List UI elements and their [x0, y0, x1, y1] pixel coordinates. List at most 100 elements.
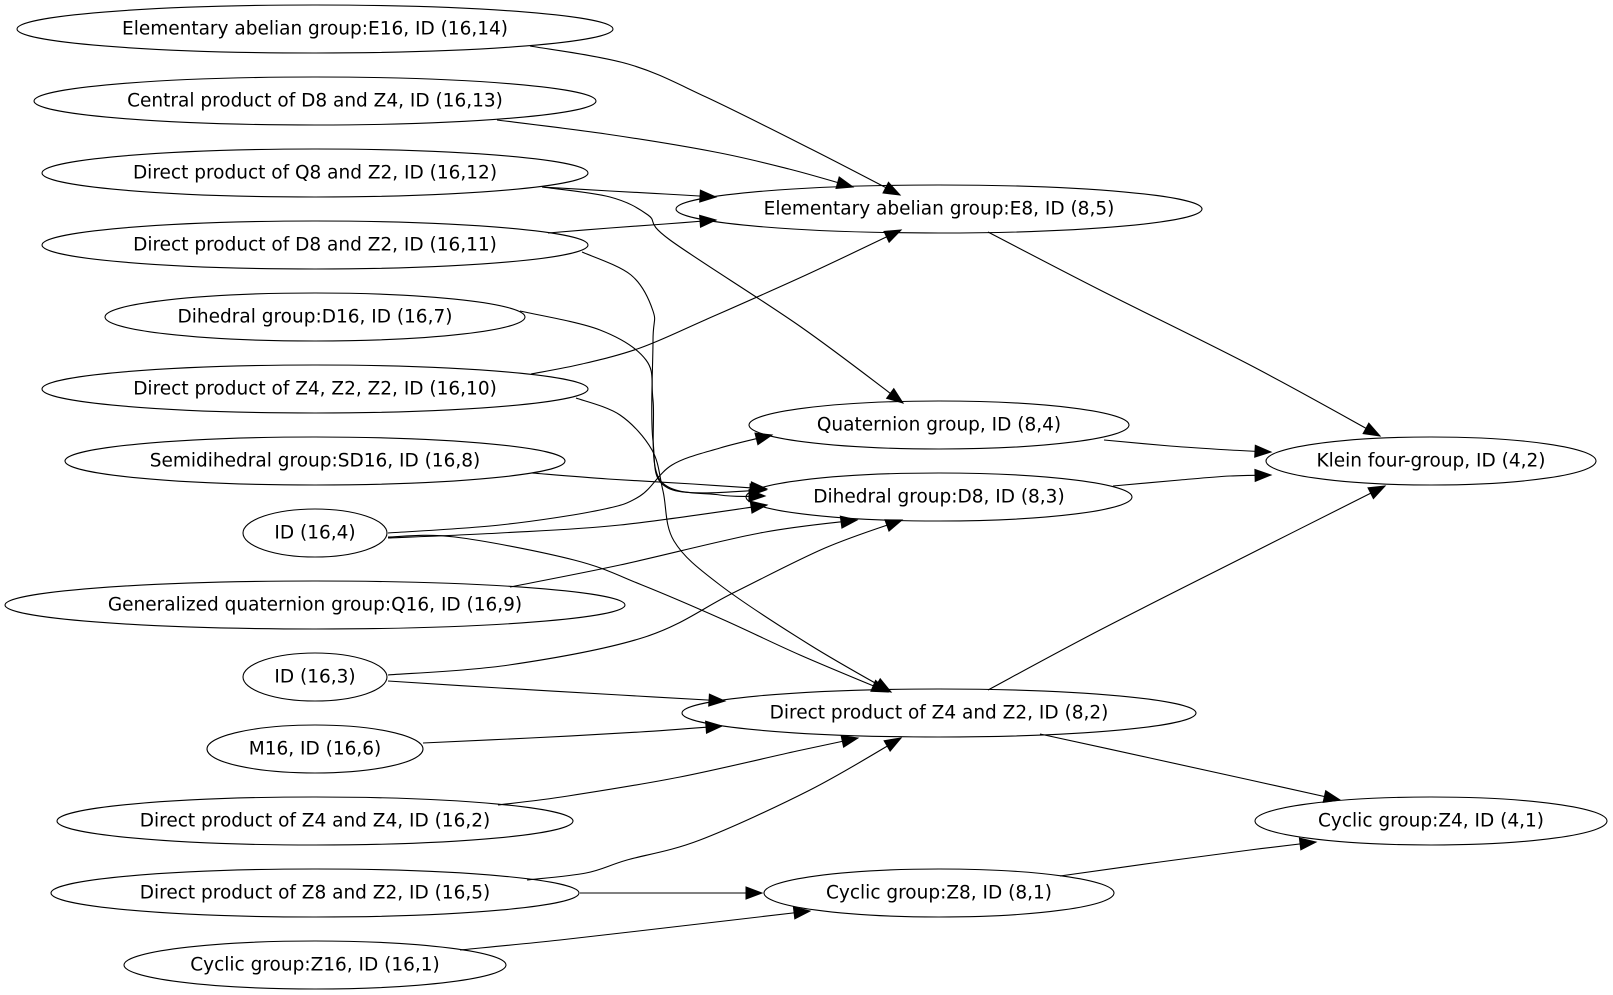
- edge-q8z2-to-q8: [541, 186, 905, 404]
- node-label: ID (16,3): [274, 667, 355, 688]
- edge-line: [422, 725, 723, 744]
- node-klein: Klein four-group, ID (4,2): [1265, 436, 1597, 486]
- node-label: ID (16,4): [274, 523, 355, 544]
- edges-layer: [387, 45, 1387, 951]
- node-label: Quaternion group, ID (8,4): [817, 415, 1061, 436]
- node-label: Generalized quaternion group:Q16, ID (16…: [108, 595, 522, 616]
- edge-z16-to-z8: [459, 906, 812, 951]
- edge-q8-to-klein: [1103, 439, 1273, 458]
- node-label: Dihedral group:D16, ID (16,7): [178, 307, 453, 328]
- node-z4z2z2: Direct product of Z4, Z2, Z2, ID (16,10): [41, 364, 589, 414]
- node-label: Klein four-group, ID (4,2): [1317, 451, 1546, 472]
- node-label: Direct product of Z8 and Z2, ID (16,5): [140, 883, 490, 904]
- edge-line: [387, 534, 889, 693]
- node-e8: Elementary abelian group:E8, ID (8,5): [675, 184, 1203, 234]
- arrowhead-icon: [1254, 468, 1273, 483]
- arrowhead-icon: [884, 519, 904, 532]
- node-label: Elementary abelian group:E8, ID (8,5): [764, 199, 1115, 220]
- node-label: Cyclic group:Z8, ID (8,1): [826, 883, 1052, 904]
- edge-q8z2-to-e8: [541, 186, 718, 203]
- edge-id164-to-q8: [387, 432, 774, 534]
- node-ellipse: [41, 148, 589, 198]
- edge-d8z2-to-e8: [547, 214, 718, 234]
- node-q8z2: Direct product of Q8 and Z2, ID (16,12): [41, 148, 589, 198]
- node-label: Direct product of Z4 and Z4, ID (16,2): [140, 811, 490, 832]
- node-label: Semidihedral group:SD16, ID (16,8): [150, 451, 480, 472]
- arrowhead-icon: [1298, 837, 1318, 851]
- edge-z4z2-to-klein: [987, 485, 1387, 691]
- edge-z4z4-to-z4z2: [497, 734, 860, 806]
- node-z8z2: Direct product of Z8 and Z2, ID (16,5): [50, 868, 580, 918]
- node-z8: Cyclic group:Z8, ID (8,1): [763, 868, 1115, 918]
- edge-z8z2-to-z4z2: [526, 737, 903, 881]
- edge-line: [496, 119, 854, 188]
- edge-line: [529, 45, 901, 196]
- edge-line: [387, 680, 726, 702]
- arrowhead-icon: [708, 693, 727, 707]
- node-z4z2: Direct product of Z4 and Z2, ID (8,2): [681, 688, 1197, 738]
- node-label: Central product of D8 and Z4, ID (16,13): [127, 91, 503, 112]
- arrowhead-icon: [1367, 485, 1387, 500]
- node-c_d8z4: Central product of D8 and Z4, ID (16,13): [33, 76, 597, 126]
- node-d16: Dihedral group:D16, ID (16,7): [104, 292, 526, 342]
- arrowhead-icon: [1362, 422, 1382, 437]
- edge-line: [531, 472, 768, 490]
- edge-id163-to-z4z2: [387, 680, 727, 707]
- edge-c_d8z4-to-e8: [496, 119, 855, 189]
- edge-line: [547, 219, 717, 234]
- node-ellipse: [56, 796, 574, 846]
- node-ellipse: [50, 868, 580, 918]
- arrowhead-icon: [883, 229, 903, 244]
- node-ellipse: [1265, 436, 1597, 486]
- node-ellipse: [64, 436, 566, 486]
- node-d8z2: Direct product of D8 and Z2, ID (16,11): [41, 220, 589, 270]
- node-ellipse: [33, 76, 597, 126]
- edge-q16-to-d8: [509, 515, 859, 588]
- edge-line: [1112, 474, 1272, 487]
- node-z4z4: Direct product of Z4 and Z4, ID (16,2): [56, 796, 574, 846]
- edge-e8-to-klein: [987, 231, 1382, 437]
- node-d8: Dihedral group:D8, ID (8,3): [745, 472, 1133, 522]
- node-z4: Cyclic group:Z4, ID (4,1): [1254, 796, 1608, 846]
- node-ellipse: [41, 364, 589, 414]
- arrowhead-icon: [699, 189, 718, 203]
- node-label: Direct product of D8 and Z2, ID (16,11): [133, 235, 497, 256]
- edge-line: [1059, 841, 1317, 877]
- node-ellipse: [763, 868, 1115, 918]
- node-ellipse: [748, 400, 1130, 450]
- edge-line: [530, 229, 902, 375]
- node-label: M16, ID (16,6): [249, 739, 381, 760]
- node-ellipse: [4, 580, 626, 630]
- arrowhead-icon: [1254, 444, 1273, 458]
- node-label: Direct product of Z4 and Z2, ID (8,2): [770, 703, 1109, 724]
- node-ellipse: [1254, 796, 1608, 846]
- node-ellipse: [242, 508, 388, 558]
- edge-line: [387, 504, 768, 539]
- arrowhead-icon: [745, 886, 764, 900]
- node-label: Direct product of Q8 and Z2, ID (16,12): [133, 163, 497, 184]
- edge-line: [581, 251, 767, 494]
- edge-line: [509, 519, 858, 588]
- arrowhead-icon: [835, 176, 855, 189]
- edge-z4z2-to-z4: [1039, 733, 1342, 803]
- arrowhead-icon: [885, 387, 905, 404]
- node-m16: M16, ID (16,6): [206, 724, 424, 774]
- arrowhead-icon: [699, 214, 718, 228]
- node-label: Cyclic group:Z4, ID (4,1): [1318, 811, 1544, 832]
- node-e16: Elementary abelian group:E16, ID (16,14): [16, 4, 614, 54]
- node-label: Direct product of Z4, Z2, Z2, ID (16,10): [133, 379, 497, 400]
- edge-line: [575, 397, 892, 693]
- node-ellipse: [242, 652, 388, 702]
- node-ellipse: [681, 688, 1197, 738]
- edge-line: [387, 434, 773, 534]
- edge-line: [519, 310, 766, 498]
- edge-d8z2-to-d8: [581, 251, 768, 497]
- edge-line: [1039, 733, 1341, 801]
- node-label: Dihedral group:D8, ID (8,3): [813, 487, 1064, 508]
- node-q8: Quaternion group, ID (8,4): [748, 400, 1130, 450]
- edge-line: [541, 186, 904, 404]
- edge-line: [459, 910, 811, 951]
- node-label: Elementary abelian group:E16, ID (16,14): [122, 19, 508, 40]
- edge-d8-to-klein: [1112, 468, 1273, 487]
